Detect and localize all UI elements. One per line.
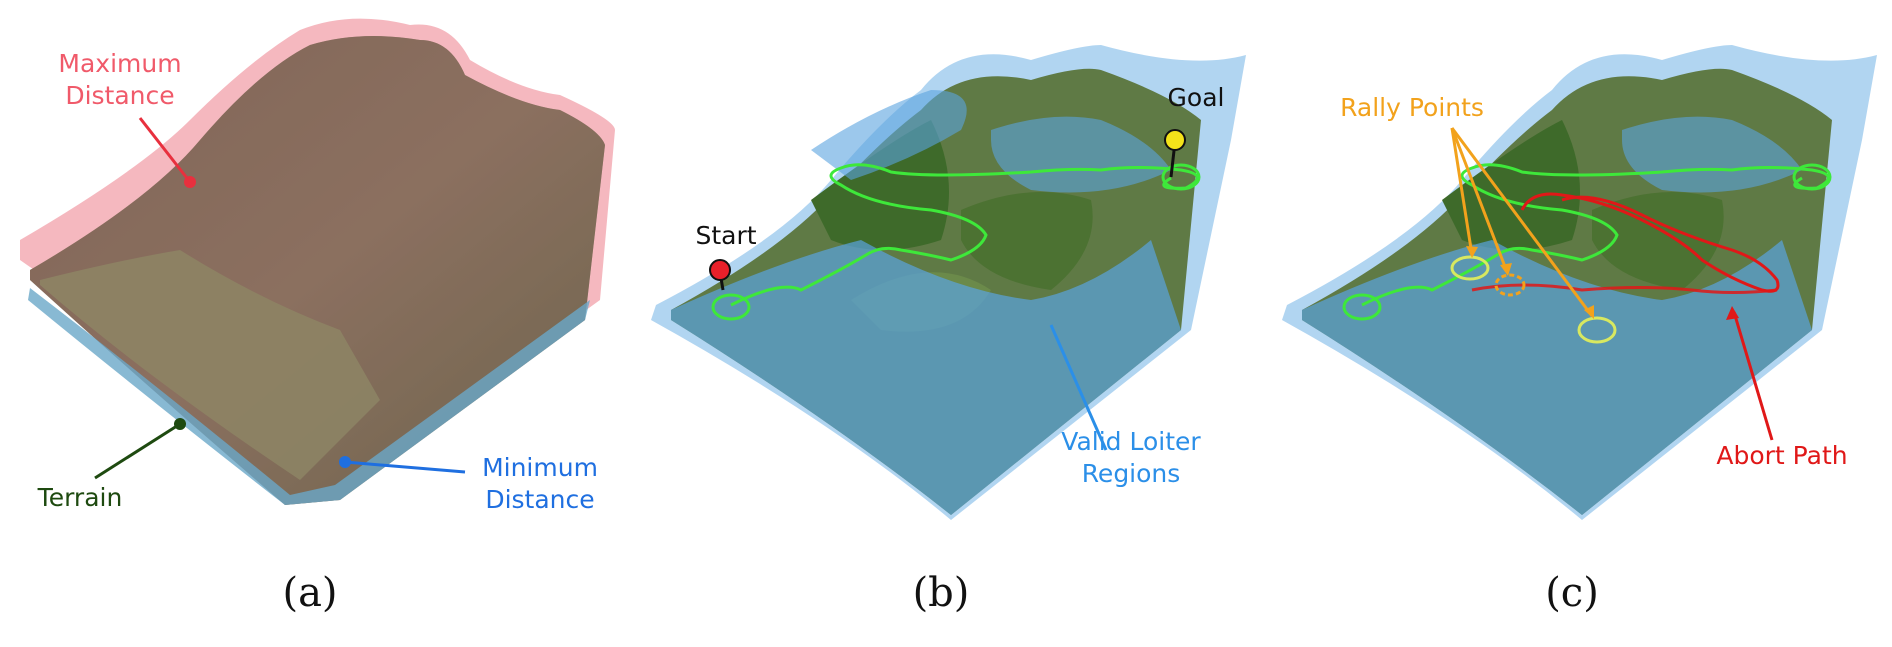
- maximum-distance-overlay: [30, 36, 605, 505]
- minimum-distance-surface: [28, 288, 590, 505]
- panel-a-caption: (a): [282, 570, 338, 616]
- terrain-distance-illustration: [20, 18, 615, 505]
- abort-path-leader: [1732, 311, 1774, 441]
- valid-loiter-regions-overlay: [671, 240, 1181, 515]
- maximum-distance-leader: [138, 117, 192, 183]
- forest-patch: [961, 192, 1093, 290]
- valley-area: [40, 250, 380, 480]
- rally-points-leader: [1450, 127, 1594, 317]
- goal-label: Goal: [1167, 83, 1225, 112]
- panel-a: Maximum Distance Minimum Distance Terrai…: [0, 0, 630, 647]
- start-loiter-circle: [711, 293, 751, 321]
- start-label: Start: [695, 221, 757, 250]
- valid-loiter-regions-overlay: [1302, 240, 1812, 515]
- panel-c-caption: (c): [1545, 570, 1599, 616]
- rally-points-arrowhead: [1500, 263, 1512, 276]
- goal-marker: [1164, 129, 1186, 151]
- maximum-distance-dot: [184, 176, 196, 188]
- planned-path: [730, 163, 1199, 307]
- rally-points-label: Rally Points: [1340, 93, 1484, 122]
- planned-path: [1361, 163, 1830, 307]
- goal-loiter-circle: [1161, 163, 1201, 191]
- panel-b: Start Goal Valid Loiter Regions (b): [631, 0, 1261, 647]
- valid-loiter-regions-label: Valid Loiter Regions: [1061, 427, 1201, 488]
- forest-patch: [1442, 120, 1580, 250]
- terrain-dot: [174, 418, 186, 430]
- valid-loiter-regions-leader: [1049, 324, 1108, 451]
- terrain-leader: [94, 422, 181, 480]
- forest-patch: [1592, 192, 1724, 290]
- minimum-distance-dot: [339, 456, 351, 468]
- rally-point-circle: [1494, 273, 1526, 297]
- valid-loiter-regions-overlay: [1622, 116, 1802, 193]
- rally-points-leader: [1450, 127, 1474, 256]
- maximum-distance-label: Maximum Distance: [58, 49, 182, 110]
- minimum-distance-leader: [344, 460, 466, 474]
- start-marker: [709, 259, 731, 281]
- panel-c: Rally Points Abort Path (c): [1262, 0, 1892, 647]
- abort-path-label: Abort Path: [1716, 441, 1848, 470]
- terrain-label: Terrain: [37, 483, 123, 512]
- rally-points-arrowhead: [1466, 246, 1478, 258]
- abort-path-arrowhead: [1726, 306, 1739, 320]
- start-loiter-circle: [1342, 293, 1382, 321]
- rally-points-arrowhead: [1584, 305, 1594, 319]
- goal-loiter-circle: [1792, 163, 1832, 191]
- rally-point-circle: [1450, 255, 1490, 281]
- valid-loiter-regions-overlay: [811, 90, 967, 180]
- rally-points-leader: [1450, 127, 1509, 273]
- valid-loiter-regions-overlay: [991, 116, 1171, 193]
- panel-b-caption: (b): [912, 570, 970, 616]
- loiter-regions-illustration: [651, 45, 1246, 520]
- minimum-distance-label: Minimum Distance: [482, 453, 598, 514]
- rally-point-circle: [1577, 316, 1617, 344]
- rally-abort-illustration: [1282, 45, 1877, 520]
